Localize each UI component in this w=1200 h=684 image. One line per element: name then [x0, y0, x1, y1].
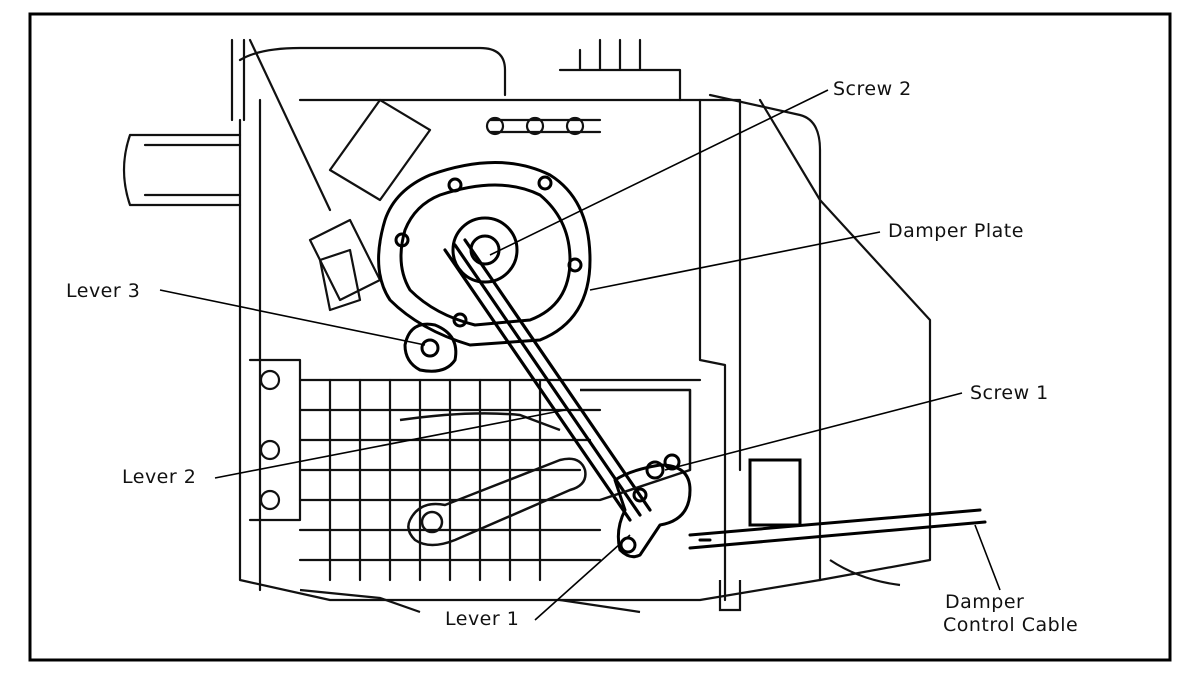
housing: [122, 38, 932, 602]
label-damper-cable-line2: Control Cable: [943, 614, 1079, 636]
label-screw-1: Screw 1: [970, 382, 1049, 404]
linkage-rod: [443, 238, 652, 522]
housing-bottom: [299, 559, 901, 614]
lever3-pivot: [403, 322, 458, 373]
label-damper-plate: Damper Plate: [888, 220, 1024, 242]
control-cable: [688, 458, 987, 550]
border: [28, 12, 1172, 662]
lever1-clamp: [613, 453, 692, 559]
leader-lever2: [214, 409, 566, 479]
leader-lever3: [159, 289, 426, 346]
lever2-arm: [399, 388, 692, 547]
damper-plate: [377, 161, 592, 347]
leader-lever1: [534, 534, 631, 621]
leader-lines: [159, 89, 1001, 621]
label-lever-3: Lever 3: [66, 280, 141, 302]
leader-screw1: [664, 392, 963, 471]
label-damper-cable-line1: Damper: [945, 591, 1025, 613]
leader-damper-plate: [589, 231, 881, 291]
label-lever-1: Lever 1: [445, 608, 520, 630]
leader-cable: [974, 524, 1001, 591]
label-screw-2: Screw 2: [833, 78, 912, 100]
leader-screw2: [489, 89, 829, 256]
label-lever-2: Lever 2: [122, 466, 197, 488]
